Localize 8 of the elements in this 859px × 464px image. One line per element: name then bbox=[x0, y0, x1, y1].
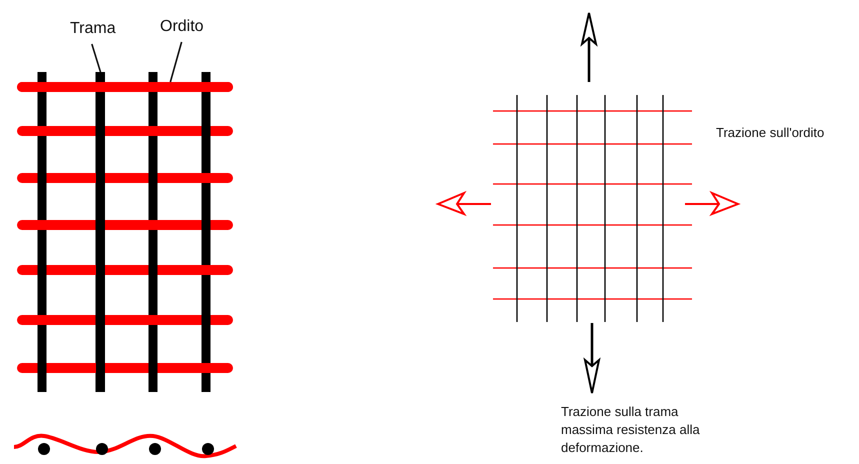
weft-thread-bar bbox=[17, 82, 233, 92]
note-text: Trazione sulla trama massima resistenza alla deformazione. bbox=[561, 403, 701, 457]
note-text: Trazione sull'ordito bbox=[716, 124, 826, 142]
thread-label: Trama bbox=[70, 20, 116, 38]
leader-line bbox=[91, 44, 102, 72]
leader-line bbox=[170, 42, 182, 82]
thread-label: Ordito bbox=[160, 18, 204, 36]
warp-thread-bar bbox=[96, 72, 105, 392]
